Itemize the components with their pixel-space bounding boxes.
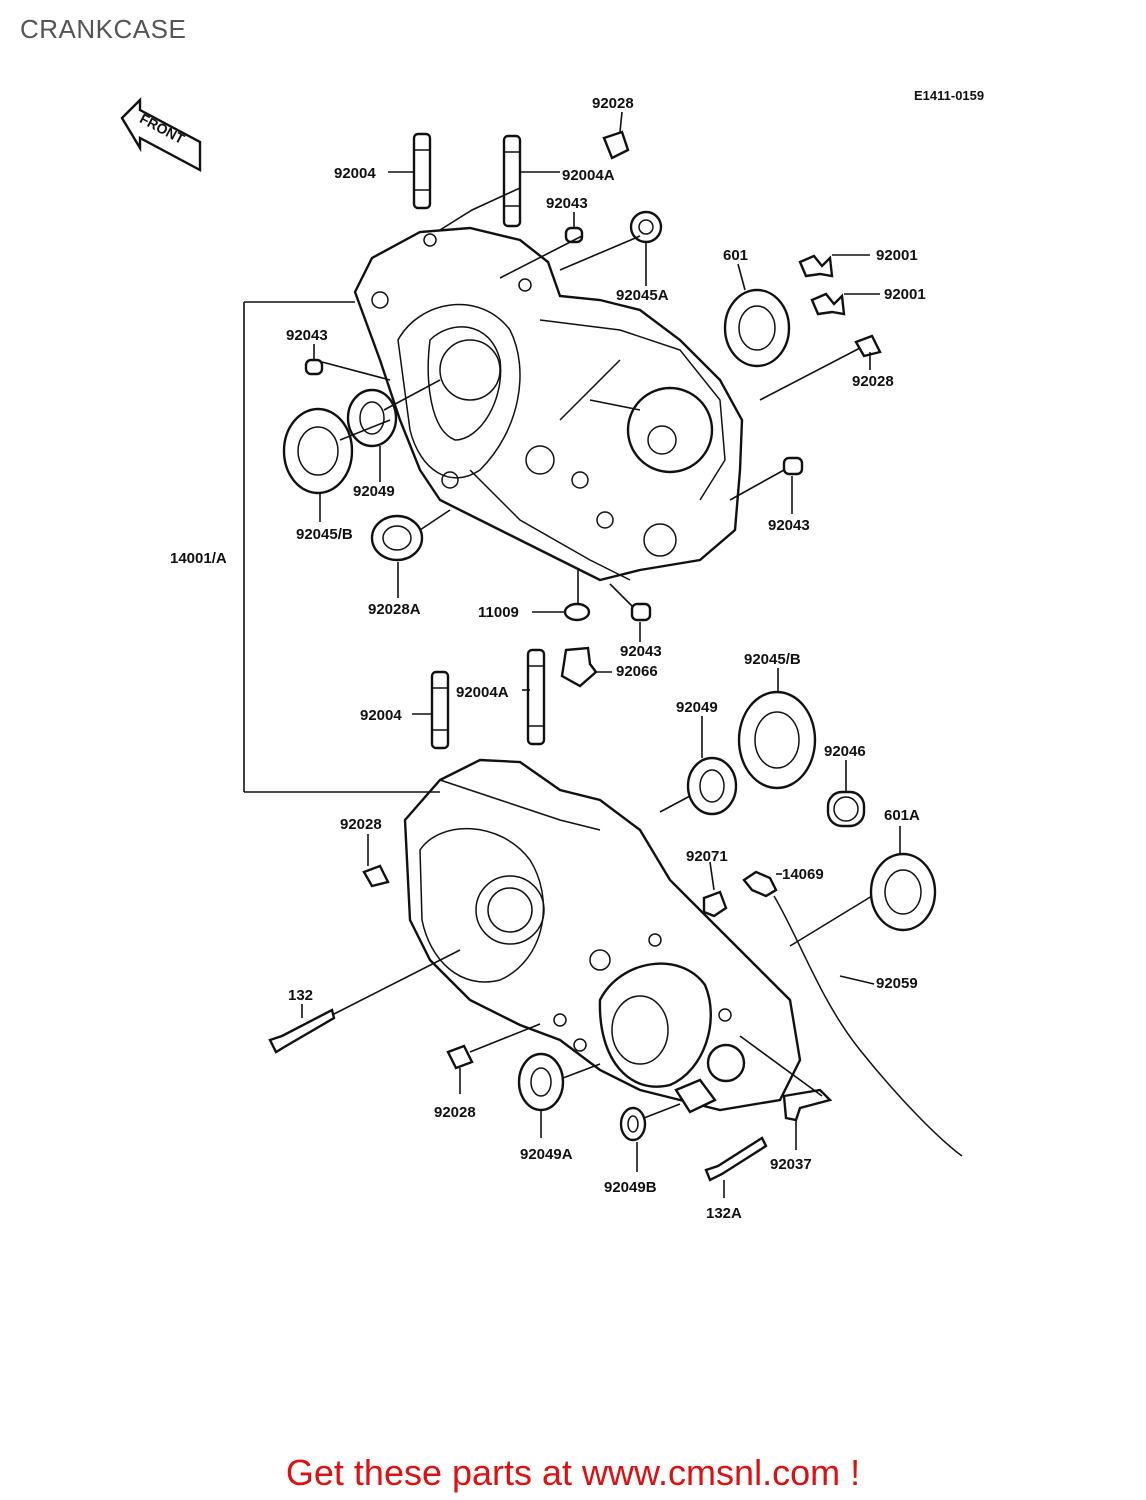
seal-92049b xyxy=(619,1106,647,1142)
breather-hose-92059 xyxy=(773,895,963,1157)
bolt-92001-b xyxy=(810,292,846,316)
part-label: 92049 xyxy=(353,483,395,500)
front-arrow-icon: FRONT xyxy=(120,97,202,172)
part-label: 92049A xyxy=(520,1146,573,1163)
diagram-code: E1411-0159 xyxy=(914,88,984,103)
bolt-92028-top xyxy=(602,130,630,160)
part-label: 132A xyxy=(706,1205,742,1222)
part-label: 92059 xyxy=(876,975,918,992)
stud-92004a-upper xyxy=(502,134,522,228)
seal-92049a xyxy=(517,1052,565,1112)
part-label: 92001 xyxy=(876,247,918,264)
part-label: 92071 xyxy=(686,848,728,865)
part-label: 92004 xyxy=(334,165,376,182)
clamp-92071 xyxy=(702,890,728,918)
bearing-601 xyxy=(723,288,791,368)
bolt-92028-lower-left xyxy=(362,864,390,888)
part-label: 92043 xyxy=(286,327,328,344)
bolt-92028-right xyxy=(854,334,882,358)
bolt-92028-bottom xyxy=(446,1044,474,1070)
part-label: 92043 xyxy=(768,517,810,534)
lower-crankcase-drawing xyxy=(403,758,802,1114)
bolt-132a xyxy=(704,1136,768,1182)
stud-92004-upper xyxy=(412,132,432,210)
bearing-92045b-right xyxy=(737,690,817,790)
part-label: 92004A xyxy=(562,167,615,184)
seal-92049-left xyxy=(346,388,398,448)
page-title: CRANKCASE xyxy=(20,14,187,44)
part-label: 92028 xyxy=(340,816,382,833)
part-label: 92004 xyxy=(360,707,402,724)
part-label: 11009 xyxy=(478,604,519,621)
part-label: 92045A xyxy=(616,287,669,304)
seal-92049-right xyxy=(686,756,738,816)
part-label: 92049 xyxy=(676,699,718,716)
leader-lines xyxy=(243,111,901,1198)
dowel-92043-left xyxy=(304,358,324,376)
upper-crankcase-drawing xyxy=(353,226,744,582)
part-label: 92045/B xyxy=(744,651,801,668)
part-label: 92043 xyxy=(546,195,588,212)
part-label: 92043 xyxy=(620,643,662,660)
part-label: 92049B xyxy=(604,1179,657,1196)
stud-92004a-lower xyxy=(526,648,546,746)
bearing-92045b-left xyxy=(282,407,354,495)
part-label: 92001 xyxy=(884,286,926,303)
part-label: 132 xyxy=(288,987,313,1004)
part-label: 601 xyxy=(723,247,748,264)
part-label: 92004A xyxy=(456,684,509,701)
part-label: 92028 xyxy=(434,1104,476,1121)
part-label: 92028 xyxy=(852,373,894,390)
part-label: 92066 xyxy=(616,663,658,680)
needle-bearing-92046 xyxy=(826,790,866,828)
part-label: 92037 xyxy=(770,1156,812,1173)
fitting-14069 xyxy=(742,870,778,898)
part-label: 601A xyxy=(884,807,920,824)
bolt-92001-a xyxy=(798,254,834,278)
bolt-132 xyxy=(268,1008,336,1054)
plug-92066 xyxy=(560,646,598,688)
bushing-92028a xyxy=(370,514,424,562)
dowel-92043-right xyxy=(782,456,804,476)
stud-92004-lower xyxy=(430,670,450,750)
dowel-92043-bottom xyxy=(630,602,652,622)
part-label: 92046 xyxy=(824,743,866,760)
part-label: 92028A xyxy=(368,601,421,618)
part-label: 14069 xyxy=(782,866,824,883)
bracket-92037 xyxy=(782,1088,833,1122)
promo-link[interactable]: Get these parts at www.cmsnl.com ! xyxy=(285,1452,861,1493)
part-label: 14001/A xyxy=(170,550,227,567)
washer-11009 xyxy=(563,602,591,622)
part-label: 92028 xyxy=(592,95,634,112)
part-label: 92045/B xyxy=(296,526,353,543)
bearing-601a xyxy=(869,852,937,932)
